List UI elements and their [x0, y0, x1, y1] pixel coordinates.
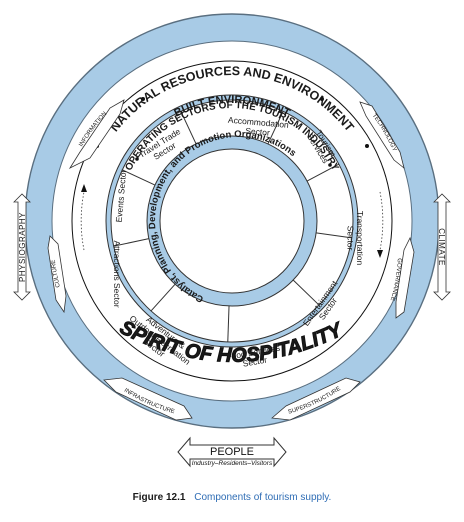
- sector-label-line: Sector: [345, 226, 355, 251]
- people-subtitle: Industry–Residents–Visitors: [192, 460, 273, 467]
- people-arrow: PEOPLE Industry–Residents–Visitors: [177, 436, 287, 468]
- sector-divider: [306, 163, 340, 182]
- people-title: PEOPLE: [210, 446, 254, 458]
- sector-label-line: Sector: [245, 126, 271, 138]
- sector-label-line: Attractions Sector: [112, 240, 122, 307]
- dotted-arc-arrowheads: [81, 184, 383, 258]
- infrastructure-arrow: [103, 377, 193, 421]
- sector-label-line: Events Sector: [114, 169, 129, 223]
- climate-arrow: CLIMATE: [433, 193, 451, 301]
- sector-label: TransportationSector: [345, 211, 365, 266]
- figure-caption-text: Components of tourism supply.: [194, 492, 332, 503]
- superstructure-arrow: [271, 377, 361, 421]
- culture-label: CULTURE: [51, 259, 62, 288]
- sector-divider: [227, 305, 230, 342]
- figure-caption: Figure 12.1 Components of tourism supply…: [0, 492, 464, 503]
- arrow-banners: [47, 99, 415, 421]
- sector-band-fill: [110, 99, 354, 343]
- sector-divider: [113, 238, 149, 247]
- sector-label: Attractions Sector: [112, 240, 122, 307]
- sector-divider: [316, 232, 352, 239]
- information-arrow: [68, 99, 125, 169]
- sector-label: Events Sector: [114, 169, 129, 223]
- governance-arrow: [395, 236, 415, 319]
- sector-divider: [292, 279, 320, 306]
- sector-label-line: Sector: [242, 355, 268, 369]
- sector-divider: [150, 283, 176, 312]
- culture-arrow: [47, 235, 67, 314]
- sector-divider: [122, 169, 156, 186]
- figure-number: Figure 12.1: [132, 492, 186, 503]
- sector-divider: [267, 111, 284, 145]
- physiography-arrow: PHYSIOGRAPHY: [13, 193, 31, 301]
- built-inner-border: [71, 60, 393, 382]
- sector-label-line: Transportation: [355, 211, 365, 266]
- technology-arrow: [359, 101, 405, 170]
- physiography-label: PHYSIOGRAPHY: [18, 212, 27, 282]
- sector-divider: [180, 111, 197, 145]
- climate-label: CLIMATE: [437, 228, 446, 266]
- sector-dividers: [113, 111, 352, 342]
- dotted-arcs: [80, 191, 384, 251]
